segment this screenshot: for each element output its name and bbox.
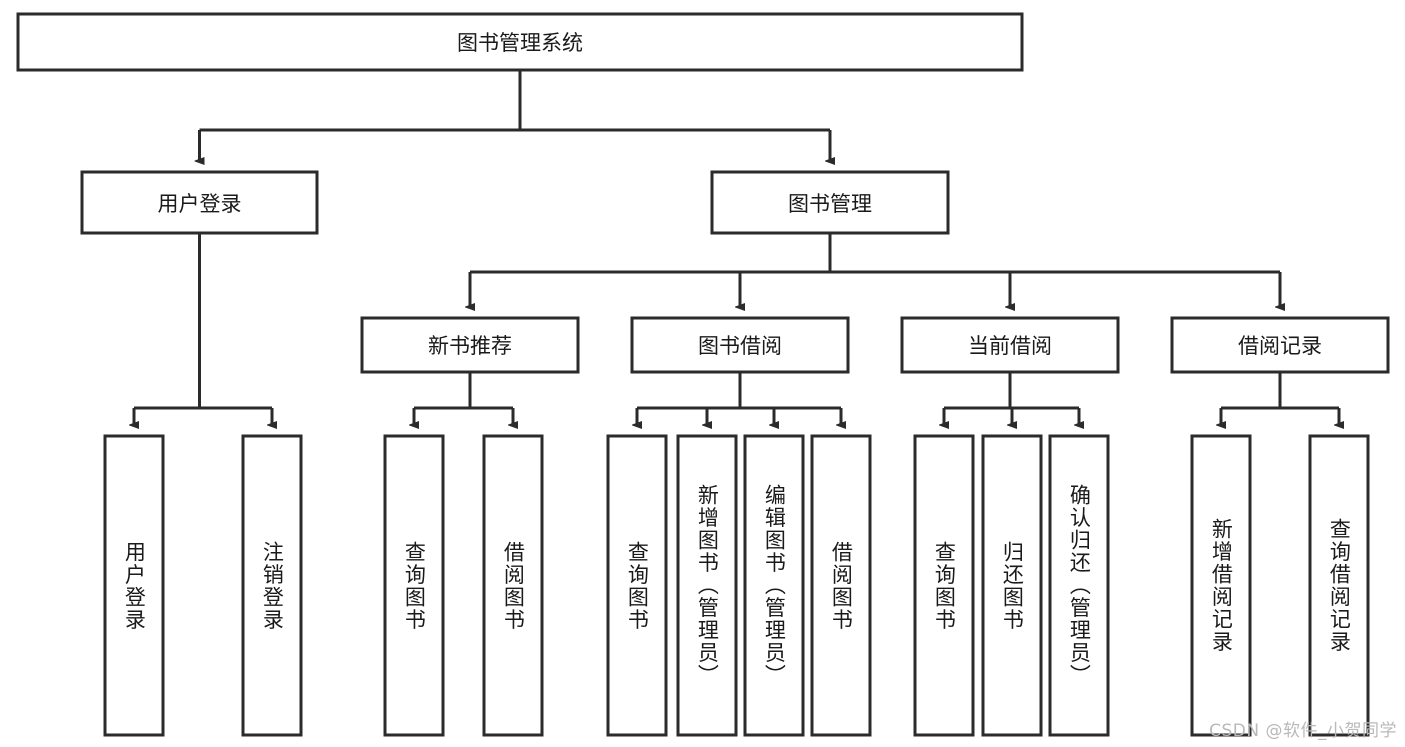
- node-box-book-manage[interactable]: [710, 170, 950, 235]
- box-layer: [16, 12, 1390, 737]
- node-box-book-borrow[interactable]: [630, 316, 850, 374]
- node-box-leaf-query-book-1[interactable]: [383, 434, 445, 737]
- node-box-leaf-borrow-book-2[interactable]: [810, 434, 872, 737]
- node-box-root[interactable]: [16, 12, 1024, 72]
- node-box-leaf-return-book[interactable]: [981, 434, 1043, 737]
- node-box-new-book-rec[interactable]: [360, 316, 580, 374]
- node-box-user-login[interactable]: [80, 170, 319, 235]
- watermark: CSDN @软件_小贺同学: [1209, 721, 1397, 741]
- connector-layer: [134, 70, 1339, 425]
- node-box-leaf-add-record[interactable]: [1190, 434, 1252, 737]
- node-box-borrow-record[interactable]: [1170, 316, 1390, 374]
- node-box-leaf-user-login[interactable]: [103, 434, 165, 737]
- node-box-leaf-query-book-3[interactable]: [913, 434, 975, 737]
- node-box-leaf-add-book[interactable]: [676, 434, 738, 737]
- node-box-leaf-logout[interactable]: [241, 434, 303, 737]
- node-box-leaf-query-book-2[interactable]: [606, 434, 668, 737]
- node-box-leaf-borrow-book-1[interactable]: [482, 434, 544, 737]
- node-box-leaf-edit-book[interactable]: [743, 434, 805, 737]
- node-box-current-borrow[interactable]: [900, 316, 1120, 374]
- node-box-leaf-confirm-return[interactable]: [1048, 434, 1110, 737]
- node-box-leaf-query-record[interactable]: [1308, 434, 1370, 737]
